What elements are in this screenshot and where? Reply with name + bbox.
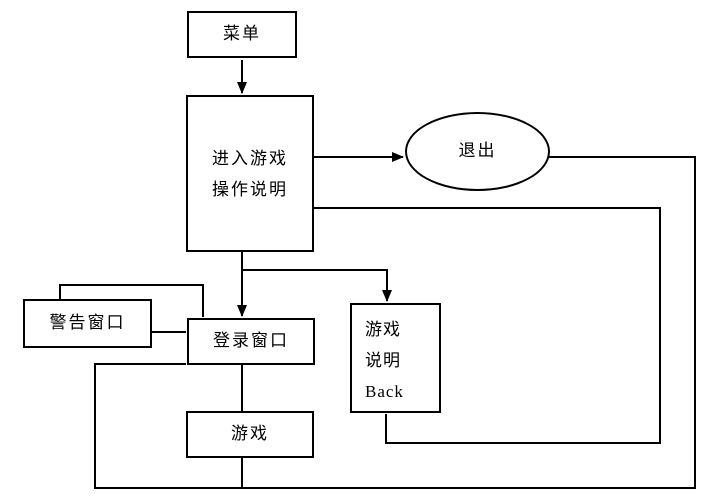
node-game-instructions-line1: 游戏 <box>365 320 401 339</box>
node-game: 游戏 <box>186 411 314 458</box>
node-menu-label: 菜单 <box>223 24 261 44</box>
node-enter-game: 进入游戏 操作说明 <box>186 95 314 252</box>
node-exit-ellipse: 退出 <box>405 112 550 191</box>
node-game-instructions: 游戏 说明 Back <box>350 303 441 413</box>
warning-back-window-outline <box>59 284 204 317</box>
node-enter-game-line2: 操作说明 <box>212 179 288 199</box>
node-exit-label: 退出 <box>458 141 497 161</box>
node-login-window: 登录窗口 <box>187 318 315 365</box>
node-game-instructions-line3: Back <box>365 382 404 401</box>
edge-exit-bottom-loop <box>94 156 696 489</box>
node-menu: 菜单 <box>187 11 297 58</box>
node-game-instructions-line2: 说明 <box>365 351 401 370</box>
node-login-label: 登录窗口 <box>213 331 289 351</box>
node-enter-game-line1: 进入游戏 <box>212 148 288 168</box>
node-warning-label: 警告窗口 <box>49 313 126 333</box>
node-game-label: 游戏 <box>231 424 269 444</box>
node-warning-window: 警告窗口 <box>23 299 152 348</box>
edge-main-back-loop <box>314 207 661 444</box>
